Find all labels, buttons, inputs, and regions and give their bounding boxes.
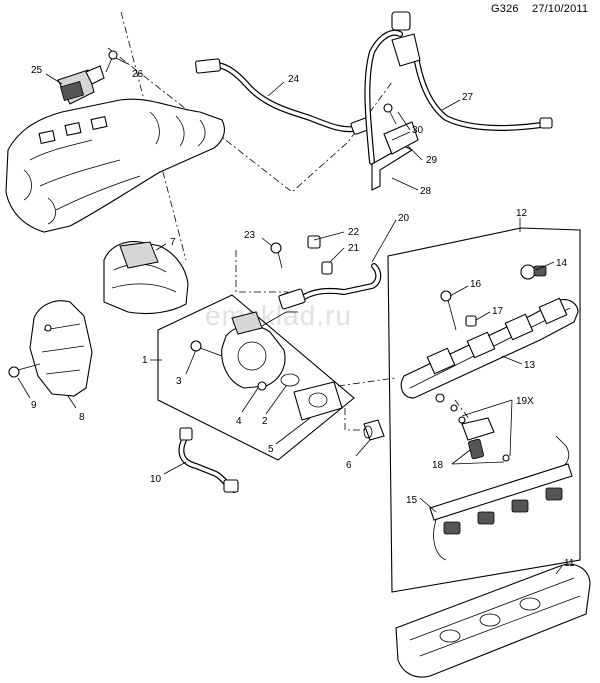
diagram-code: G326 (491, 3, 519, 15)
callout-30: 30 (412, 125, 424, 136)
part-29-clip (383, 121, 419, 155)
intake-manifold (5, 98, 225, 233)
diagram-date: 27/10/2011 (532, 3, 589, 15)
callout-16: 16 (470, 279, 482, 290)
callout-5: 5 (268, 444, 274, 455)
callout-26: 26 (132, 69, 144, 80)
part-30-bolt (383, 103, 397, 125)
part-22-cap (307, 235, 321, 249)
callout-28: 28 (420, 186, 432, 197)
callout-29: 29 (426, 155, 438, 166)
callout-25: 25 (31, 65, 43, 76)
callout-8: 8 (79, 412, 85, 423)
callout-17: 17 (492, 306, 504, 317)
part-23-bolt (270, 242, 283, 269)
callout-6: 6 (346, 460, 352, 471)
part-27-fuel-line (364, 11, 553, 165)
part-4-plug (257, 381, 267, 391)
part-19x-seal-kit (450, 404, 510, 462)
pump-group-frame (157, 294, 355, 461)
callout-12: 12 (516, 208, 528, 219)
part-7-cover (103, 241, 189, 315)
part-10-pressure-line (178, 427, 239, 493)
part-11-engine-cover (395, 563, 591, 678)
part-8-shield (29, 300, 93, 397)
callout-7: 7 (170, 237, 176, 248)
part-25-sensor (57, 65, 105, 105)
part-3-bolt (190, 340, 223, 357)
callout-23: 23 (244, 230, 256, 241)
callout-4: 4 (236, 416, 242, 427)
callout-21: 21 (348, 243, 360, 254)
callout-labels: 25 26 24 27 30 29 28 20 12 22 21 23 7 14… (31, 65, 575, 569)
leader-lines (17, 57, 563, 575)
part-5-gasket (293, 381, 343, 421)
callout-19x: 19X (516, 396, 534, 407)
callout-9: 9 (31, 400, 37, 411)
callout-2: 2 (262, 416, 268, 427)
part-21-fitting (321, 261, 333, 275)
callout-1: 1 (142, 355, 148, 366)
part-1-pump-assembly (221, 311, 298, 389)
part-24-fuel-hose (195, 58, 372, 135)
part-15-wiring-harness (429, 435, 573, 561)
callout-15: 15 (406, 495, 418, 506)
watermark: emsklad.ru (205, 300, 352, 331)
callout-18: 18 (432, 460, 444, 471)
rail-group-frame (387, 227, 581, 593)
part-16-bolt (440, 290, 457, 331)
part-26-screw (105, 50, 118, 73)
part-14-pressure-sensor (520, 264, 547, 280)
part-13-fuel-rail (400, 297, 579, 399)
callout-24: 24 (288, 74, 300, 85)
part-9-screw (8, 363, 41, 378)
part-6-sleeve (363, 419, 385, 441)
callout-20: 20 (398, 213, 410, 224)
callout-3: 3 (176, 376, 182, 387)
callout-10: 10 (150, 474, 162, 485)
part-2-o-ring (280, 373, 300, 387)
part-20-feed-line (278, 263, 382, 310)
callout-22: 22 (348, 227, 360, 238)
callout-27: 27 (462, 92, 474, 103)
part-17-spacer (465, 315, 477, 327)
part-18-injector (435, 393, 495, 460)
callout-13: 13 (524, 360, 536, 371)
callout-11: 11 (564, 558, 575, 569)
callout-14: 14 (556, 258, 568, 269)
